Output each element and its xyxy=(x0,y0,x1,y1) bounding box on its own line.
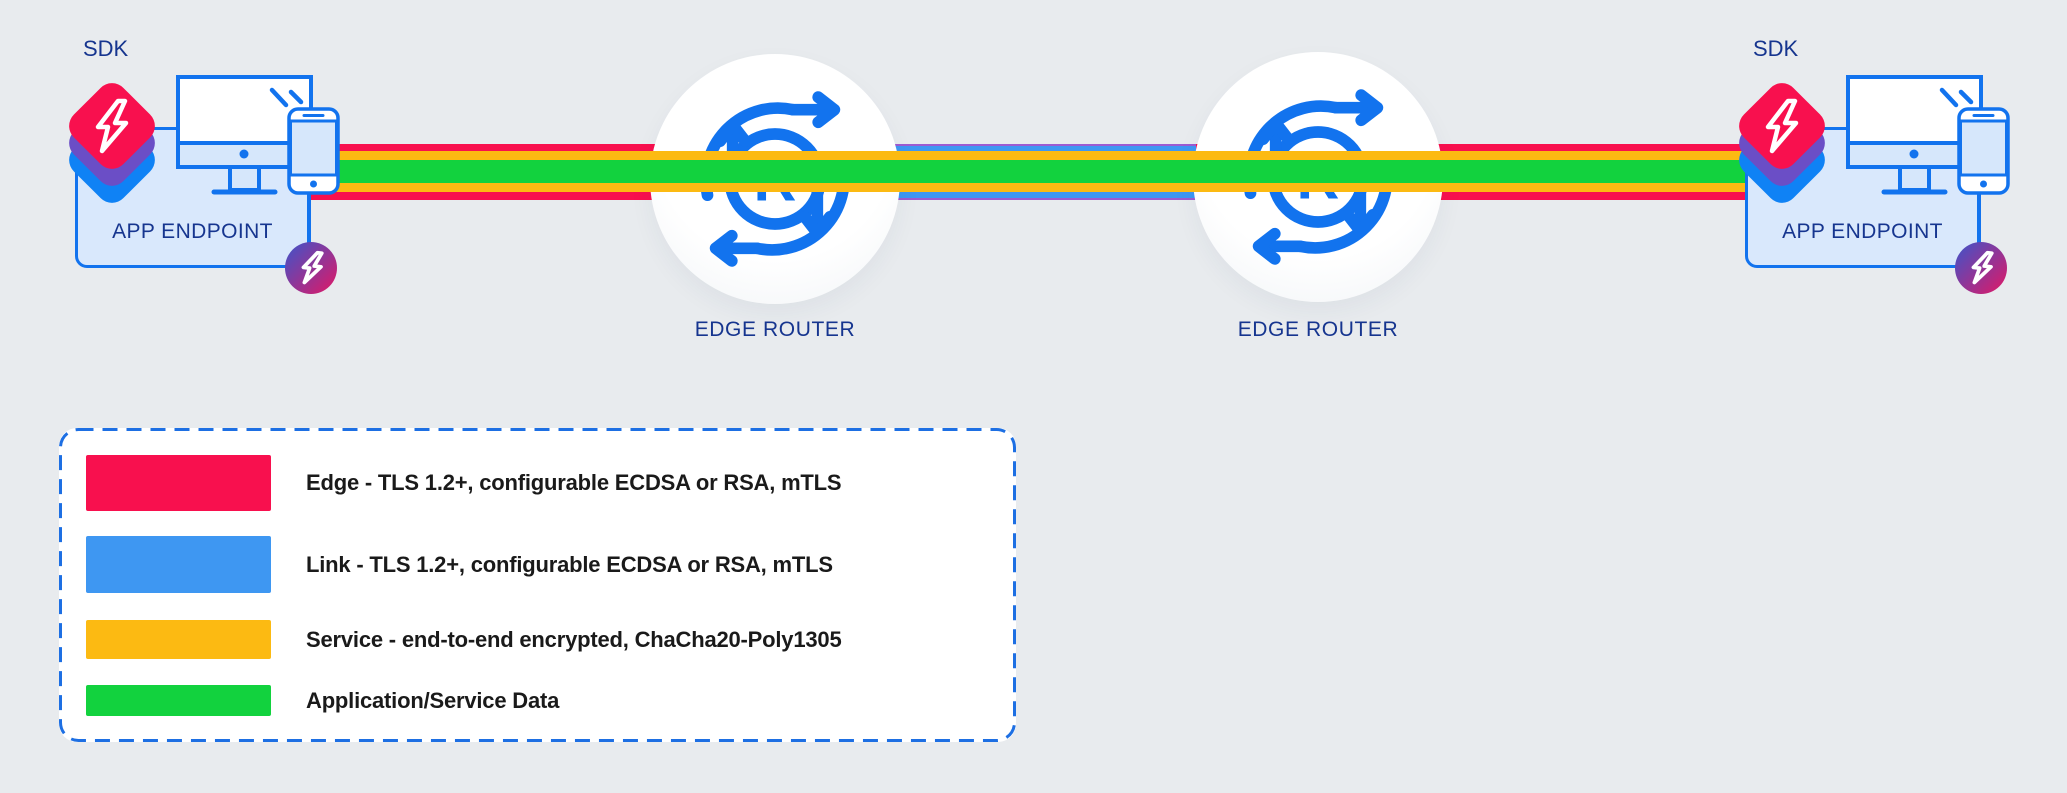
badge-connector-line xyxy=(1978,193,1981,242)
endpoint-label: APP ENDPOINT xyxy=(112,220,273,243)
legend-swatch-service xyxy=(86,620,271,659)
badge-connector-line xyxy=(308,193,311,242)
legend-label: Link - TLS 1.2+, configurable ECDSA or R… xyxy=(306,552,833,577)
edge-router-label: EDGE ROUTER xyxy=(1237,318,1399,341)
monitor-icon xyxy=(176,75,313,195)
phone-icon xyxy=(287,107,340,195)
sdk-label: SDK xyxy=(1753,36,1799,61)
legend-panel: Edge - TLS 1.2+, configurable ECDSA or R… xyxy=(59,428,1016,742)
signal-lines-icon xyxy=(269,87,304,108)
edge-router-label: EDGE ROUTER xyxy=(694,318,856,341)
endpoint-label: APP ENDPOINT xyxy=(1782,220,1943,243)
sdk-stack-icon xyxy=(1739,83,1825,203)
phone-icon xyxy=(1957,107,2010,195)
legend-label: Edge - TLS 1.2+, configurable ECDSA or R… xyxy=(306,470,842,495)
signal-lines-icon xyxy=(1939,87,1974,108)
sdk-stack-icon xyxy=(69,83,155,203)
app-endpoint-left: APP ENDPOINT xyxy=(57,36,347,302)
legend-dashed-border xyxy=(59,428,1016,742)
app-endpoint-right: APP ENDPOINT xyxy=(1727,36,2017,302)
ziti-badge-icon xyxy=(1955,242,2007,294)
legend-label: Application/Service Data xyxy=(306,688,560,713)
app-data-stripe xyxy=(310,160,1745,183)
legend-swatch-link xyxy=(86,536,271,593)
ziti-badge-icon xyxy=(285,242,337,294)
monitor-icon xyxy=(1846,75,1983,195)
sdk-label: SDK xyxy=(83,36,129,61)
legend-swatch-edge xyxy=(86,455,271,511)
lightning-bolt-icon xyxy=(1765,98,1799,154)
lightning-bolt-icon xyxy=(95,98,129,154)
legend-swatch-appdata xyxy=(86,685,271,716)
legend-label: Service - end-to-end encrypted, ChaCha20… xyxy=(306,627,842,652)
